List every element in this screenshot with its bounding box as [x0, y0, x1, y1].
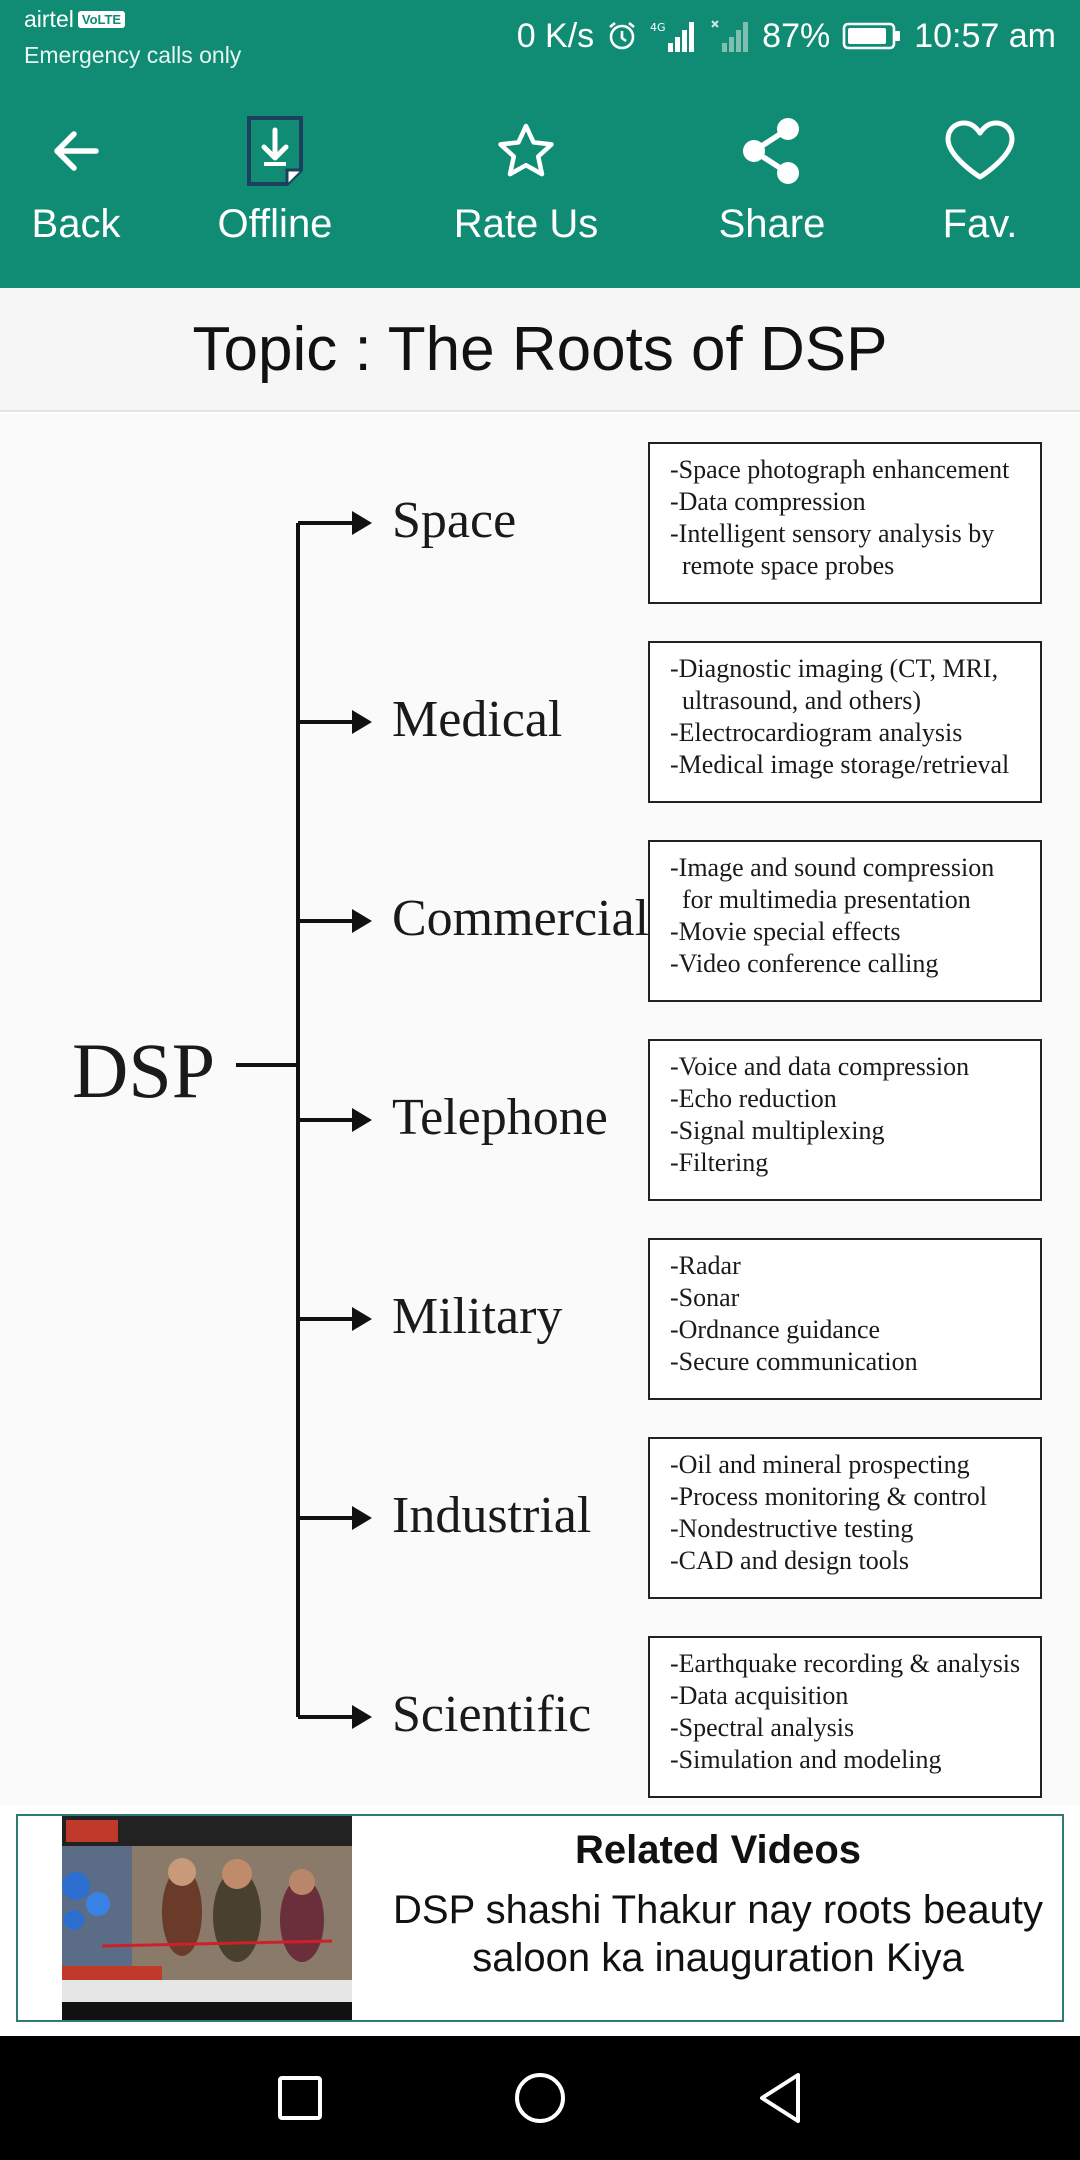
application-line: -Radar — [670, 1251, 741, 1280]
battery-icon — [842, 21, 902, 51]
application-box: -Radar -Sonar -Ordnance guidance -Secure co… — [648, 1238, 1042, 1400]
category-label: Telephone — [392, 1089, 608, 1146]
topic-title: Topic : The Roots of DSP — [192, 314, 888, 384]
action-toolbar: Back Offline Rate Us Share Fav. — [0, 72, 1080, 288]
application-line: for multimedia presentation — [682, 885, 971, 914]
signal-sim2-icon — [710, 19, 750, 53]
download-offline-icon — [243, 114, 307, 188]
application-line: -Nondestructive testing — [670, 1514, 914, 1543]
offline-label: Offline — [217, 201, 333, 246]
heart-icon — [943, 114, 1017, 188]
application-line: -Process monitoring & control — [670, 1482, 988, 1511]
application-line: -Sonar — [670, 1283, 740, 1312]
topic-header: Topic : The Roots of DSP — [0, 288, 1080, 412]
application-line: -Electrocardiogram analysis — [670, 718, 963, 747]
network-speed: 0 K/s — [516, 16, 595, 55]
application-line: -Simulation and modeling — [670, 1745, 942, 1774]
application-line: -Oil and mineral prospecting — [670, 1450, 970, 1479]
signal-4g-icon: 4G — [650, 19, 698, 53]
application-line: -Ordnance guidance — [670, 1315, 881, 1344]
system-navigation-bar — [0, 2036, 1080, 2160]
branch-arrowhead — [352, 1108, 372, 1132]
share-button[interactable]: Share — [702, 72, 842, 288]
favorite-button[interactable]: Fav. — [920, 72, 1040, 288]
rate-us-button[interactable]: Rate Us — [436, 72, 616, 288]
favorite-label: Fav. — [942, 201, 1018, 246]
application-line: -Filtering — [670, 1148, 769, 1177]
circle-icon — [515, 2073, 565, 2123]
application-box: -Earthquake recording & analysis -Data ac… — [648, 1636, 1042, 1798]
application-line: -CAD and design tools — [670, 1546, 910, 1575]
application-line: -Intelligent sensory analysis by — [670, 519, 995, 548]
application-line: remote space probes — [682, 551, 895, 580]
category-label: Industrial — [392, 1487, 592, 1544]
clock: 10:57 am — [914, 16, 1056, 55]
diagram-root-label: DSP — [72, 1027, 216, 1114]
category-label: Military — [392, 1288, 563, 1345]
application-box: -Voice and data compression -Echo reducti… — [648, 1039, 1042, 1201]
emergency-calls-text: Emergency calls only — [24, 42, 242, 68]
application-line: -Earthquake recording & analysis — [670, 1649, 1021, 1678]
category-label: Commercial — [392, 890, 650, 947]
application-line: -Signal multiplexing — [670, 1116, 885, 1145]
application-line: -Data acquisition — [670, 1681, 849, 1710]
category-label: Scientific — [392, 1686, 592, 1743]
rate-us-label: Rate Us — [453, 201, 599, 246]
category-label: Space — [392, 492, 517, 549]
triangle-back-icon — [760, 2073, 800, 2123]
branch-arrowhead — [352, 511, 372, 535]
share-label: Share — [718, 201, 826, 246]
branch-arrowhead — [352, 1506, 372, 1530]
diagram-connectors — [236, 511, 372, 1729]
volte-badge: VoLTE — [77, 11, 126, 28]
offline-button[interactable]: Offline — [200, 72, 350, 288]
application-box: -Image and sound compression for multimed… — [648, 840, 1042, 1002]
application-line: -Space photograph enhancement — [670, 455, 1010, 484]
application-line: -Secure communication — [670, 1347, 918, 1376]
alarm-icon — [606, 20, 638, 52]
application-line: ultrasound, and others) — [682, 686, 922, 715]
application-line: -Image and sound compression — [670, 853, 995, 882]
application-line: -Voice and data compression — [670, 1052, 970, 1081]
back-label: Back — [31, 201, 121, 246]
branch-arrowhead — [352, 1307, 372, 1331]
share-icon — [736, 114, 808, 188]
application-line: -Medical image storage/retrieval — [670, 750, 1010, 779]
square-icon — [278, 2076, 322, 2120]
network-type-label: 4G — [650, 21, 666, 34]
application-line: -Echo reduction — [670, 1084, 837, 1113]
application-box: -Diagnostic imaging (CT, MRI, ultrasound,… — [648, 641, 1042, 803]
application-line: -Diagnostic imaging (CT, MRI, — [670, 654, 999, 683]
related-videos-card[interactable]: Related Videos DSP shashi Thakur nay roo… — [16, 1814, 1064, 2022]
arrow-left-icon — [48, 114, 104, 188]
battery-percent: 87% — [762, 16, 831, 55]
video-thumbnail[interactable] — [62, 1816, 352, 2020]
back-button[interactable]: Back — [16, 72, 136, 288]
application-line: -Data compression — [670, 487, 866, 516]
related-video-title[interactable]: DSP shashi Thakur nay roots beauty saloo… — [393, 1888, 1043, 1980]
recents-button[interactable] — [260, 2058, 340, 2138]
branch-arrowhead — [352, 909, 372, 933]
application-line: -Spectral analysis — [670, 1713, 855, 1742]
back-nav-button[interactable] — [740, 2058, 820, 2138]
branch-arrowhead — [352, 710, 372, 734]
dsp-roots-diagram: DSP Space -Space photograph enhancement -D… — [0, 414, 1080, 1806]
category-label: Medical — [392, 691, 563, 748]
application-line: -Movie special effects — [670, 917, 901, 946]
star-icon — [496, 114, 556, 188]
application-box: -Space photograph enhancement -Data compr… — [648, 442, 1042, 604]
branch-arrowhead — [352, 1705, 372, 1729]
related-videos-heading: Related Videos — [574, 1828, 862, 1872]
status-indicators: 0 K/s 4G 87% 10:57 am — [517, 12, 1056, 60]
home-button[interactable] — [500, 2058, 580, 2138]
application-box: -Oil and mineral prospecting -Process mon… — [648, 1437, 1042, 1599]
application-line: -Video conference calling — [670, 949, 939, 978]
